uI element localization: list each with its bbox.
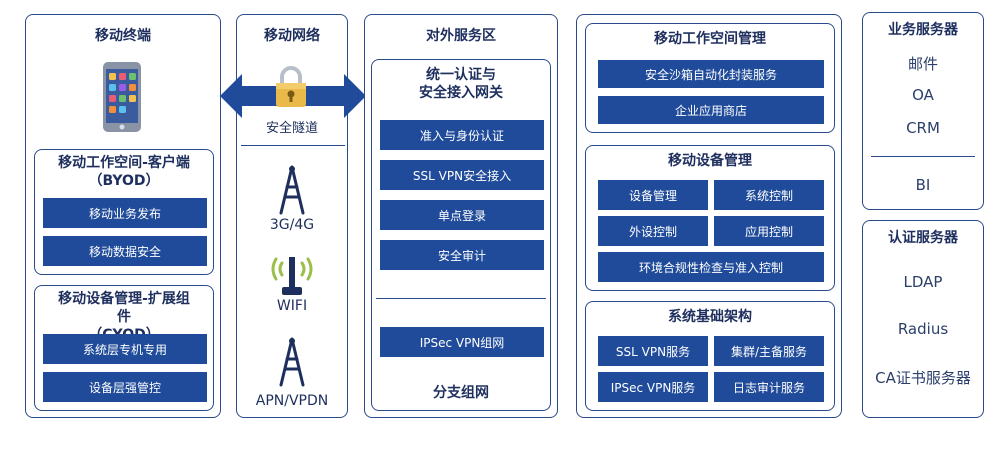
access-auth-box: 准入与身份认证 <box>380 120 544 150</box>
ssl-vpn-access-box: SSL VPN安全接入 <box>380 160 544 190</box>
security-tunnel-label: 安全隧道 <box>265 121 318 136</box>
smartphone-icon <box>103 62 141 132</box>
network-3g4g-label: 3G/4G <box>269 217 315 233</box>
auth-servers-title: 认证服务器 <box>888 230 958 246</box>
external-zone-panel: 对外服务区 统一认证与 安全接入网关 准入与身份认证 SSL VPN安全接入 单… <box>364 14 558 418</box>
server-bi-label: BI <box>915 176 931 194</box>
gateway-panel: 统一认证与 安全接入网关 准入与身份认证 SSL VPN安全接入 单点登录 安全… <box>371 59 551 411</box>
device-extension-panel: 移动设备管理-扩展组 件 （CYOD） 系统层专机专用 设备层强管控 <box>34 285 214 411</box>
management-outer-panel: 移动工作空间管理 安全沙箱自动化封装服务 企业应用商店 移动设备管理 设备管理 … <box>576 14 842 418</box>
peripheral-control-box: 外设控制 <box>598 216 708 246</box>
device-extension-title-line1: 移动设备管理-扩展组 <box>58 291 190 307</box>
enterprise-app-store-box: 企业应用商店 <box>598 96 824 124</box>
device-mgmt-title: 移动设备管理 <box>668 153 752 169</box>
gateway-title-line2: 安全接入网关 <box>419 85 503 101</box>
compliance-check-box: 环境合规性检查与准入控制 <box>598 252 824 282</box>
sandbox-packaging-box: 安全沙箱自动化封装服务 <box>598 60 824 88</box>
mobile-data-security-box: 移动数据安全 <box>43 236 207 266</box>
external-zone-title: 对外服务区 <box>426 28 496 44</box>
system-layer-dedicated-box: 系统层专机专用 <box>43 334 207 364</box>
mobile-business-release-box: 移动业务发布 <box>43 198 207 228</box>
auth-ldap-label: LDAP <box>903 273 943 291</box>
security-audit-box: 安全审计 <box>380 240 544 270</box>
mobile-network-title: 移动网络 <box>264 28 320 44</box>
system-control-box: 系统控制 <box>714 180 824 210</box>
mobile-terminal-panel: 移动终端 移动工作空间-客户端 （BYOD） 移动业务发布 移动数据安全 移动设… <box>25 14 221 418</box>
business-servers-divider <box>871 156 975 157</box>
business-servers-title: 业务服务器 <box>888 22 958 38</box>
device-layer-control-box: 设备层强管控 <box>43 372 207 402</box>
mobile-terminal-title: 移动终端 <box>95 28 151 44</box>
mobile-network-panel: 移动网络 安全隧道 3G/4G WIFI APN/VPDN <box>236 14 348 418</box>
app-control-box: 应用控制 <box>714 216 824 246</box>
ipsec-vpn-network-box: IPSec VPN组网 <box>380 327 544 357</box>
business-servers-panel: 业务服务器 邮件 OA CRM BI <box>862 12 984 210</box>
network-wifi-label: WIFI <box>276 298 308 314</box>
ssl-vpn-service-box: SSL VPN服务 <box>598 336 708 366</box>
infra-panel: 系统基础架构 SSL VPN服务 集群/主备服务 IPSec VPN服务 日志审… <box>585 301 835 411</box>
server-crm-label: CRM <box>906 119 940 137</box>
gateway-divider <box>376 298 546 299</box>
workspace-mgmt-title: 移动工作空间管理 <box>654 31 766 47</box>
gateway-title-line1: 统一认证与 <box>426 67 496 83</box>
infra-title: 系统基础架构 <box>668 309 752 325</box>
cell-tower-icon <box>279 165 305 215</box>
cell-tower-icon <box>279 337 305 387</box>
device-management-box: 设备管理 <box>598 180 708 210</box>
single-sign-on-box: 单点登录 <box>380 200 544 230</box>
server-mail-label: 邮件 <box>907 55 938 73</box>
device-mgmt-panel: 移动设备管理 设备管理 系统控制 外设控制 应用控制 环境合规性检查与准入控制 <box>585 145 835 291</box>
auth-radius-label: Radius <box>897 320 949 338</box>
cluster-service-box: 集群/主备服务 <box>714 336 824 366</box>
auth-ca-label: CA证书服务器 <box>875 369 971 387</box>
server-oa-label: OA <box>912 86 934 104</box>
log-audit-service-box: 日志审计服务 <box>714 372 824 402</box>
network-apn-vpdn-label: APN/VPDN <box>255 393 329 409</box>
tunnel-divider <box>241 145 345 146</box>
auth-servers-panel: 认证服务器 LDAP Radius CA证书服务器 <box>862 220 984 418</box>
workspace-client-panel: 移动工作空间-客户端 （BYOD） 移动业务发布 移动数据安全 <box>34 149 214 275</box>
workspace-mgmt-panel: 移动工作空间管理 安全沙箱自动化封装服务 企业应用商店 <box>585 23 835 133</box>
branch-network-label: 分支组网 <box>433 385 489 401</box>
wifi-antenna-icon <box>271 257 313 295</box>
device-extension-title-line2: 件 <box>117 309 131 325</box>
ipsec-vpn-service-box: IPSec VPN服务 <box>598 372 708 402</box>
lock-icon <box>276 66 306 107</box>
workspace-client-title-line2: （BYOD） <box>88 173 160 189</box>
workspace-client-title-line1: 移动工作空间-客户端 <box>58 155 190 171</box>
